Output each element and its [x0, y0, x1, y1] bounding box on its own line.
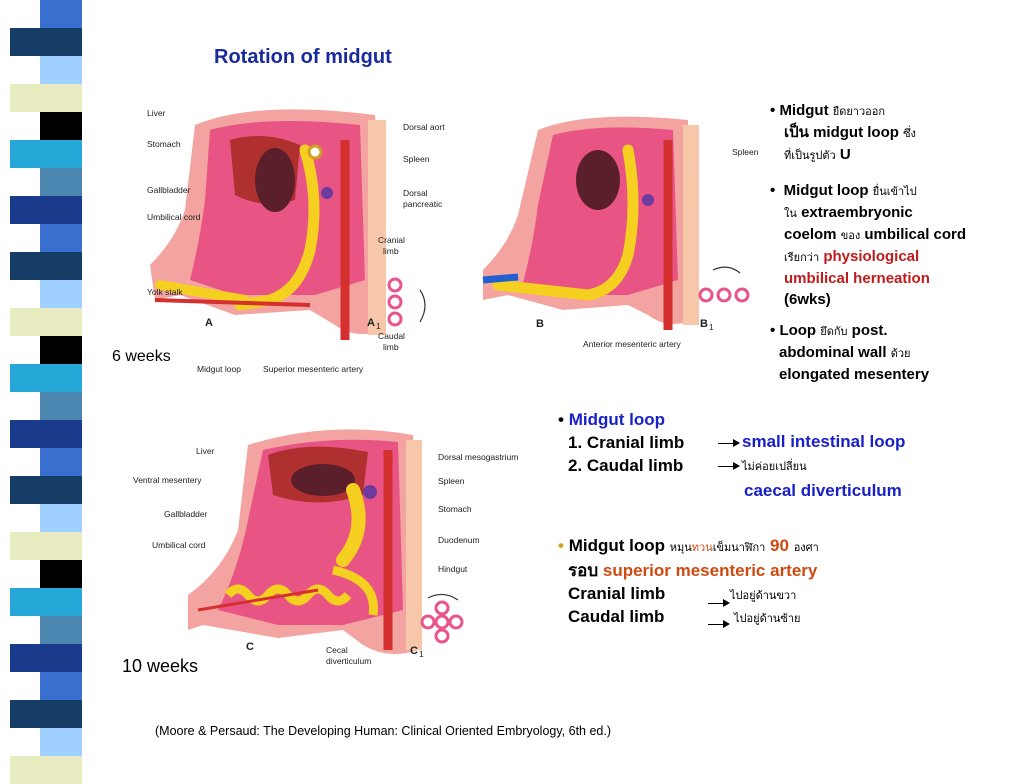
- svg-text:Ventral mesentery: Ventral mesentery: [133, 475, 202, 485]
- svg-text:Gallbladder: Gallbladder: [147, 185, 191, 195]
- svg-text:Spleen: Spleen: [438, 476, 465, 486]
- svg-text:Midgut loop: Midgut loop: [197, 364, 241, 374]
- note-midgut-loop-limbs: • Midgut loop 1. Cranial limb 2. Caudal …: [558, 410, 685, 475]
- stripe-segment: [10, 84, 82, 112]
- stripe-segment: [10, 476, 82, 504]
- caudal-left-text: ไปอยู่ด้านซ้าย: [734, 612, 801, 625]
- arrow-cranial-limb: [718, 439, 740, 447]
- stripe-segment: [10, 588, 82, 616]
- svg-text:Duodenum: Duodenum: [438, 535, 480, 545]
- figure-a-labels: Liver Stomach Gallbladder Umbilical cord…: [147, 108, 445, 374]
- six-weeks-label: 6 weeks: [112, 348, 171, 365]
- stripe-segment: [40, 168, 82, 196]
- svg-text:Stomach: Stomach: [438, 504, 472, 514]
- svg-text:Gallbladder: Gallbladder: [164, 509, 208, 519]
- ten-weeks-label: 10 weeks: [122, 656, 199, 676]
- svg-text:Dorsal aorta: Dorsal aorta: [403, 122, 445, 132]
- stripe-segment: [10, 420, 82, 448]
- svg-text:Umbilical cord: Umbilical cord: [147, 212, 201, 222]
- svg-text:Dorsal: Dorsal: [403, 188, 428, 198]
- stripe-segment: [40, 0, 82, 28]
- svg-text:Dorsal mesogastrium: Dorsal mesogastrium: [438, 452, 518, 462]
- svg-text:1: 1: [419, 649, 424, 659]
- stripe-segment: [10, 252, 82, 280]
- figure-c-labels: Liver Ventral mesentery Gallbladder Umbi…: [133, 446, 518, 666]
- svg-text:Caudal: Caudal: [378, 331, 405, 341]
- svg-text:limb: limb: [383, 342, 399, 352]
- svg-text:B: B: [700, 318, 708, 330]
- svg-text:B: B: [536, 318, 544, 330]
- small-intestinal-loop-text: small intestinal loop: [742, 432, 906, 451]
- stripe-segment: [40, 560, 82, 588]
- stripe-segment: [10, 756, 82, 784]
- svg-text:Yolk stalk: Yolk stalk: [147, 287, 183, 297]
- decorative-stripe-bar: [0, 0, 112, 784]
- citation: (Moore & Persaud: The Developing Human: …: [155, 724, 612, 738]
- svg-text:C: C: [246, 641, 254, 653]
- stripe-segment: [40, 616, 82, 644]
- figure-c-10-weeks: Liver Ventral mesentery Gallbladder Umbi…: [128, 410, 538, 675]
- figure-b: Spleen Anterior mesenteric artery B B 1: [478, 105, 768, 355]
- stripe-segment: [10, 700, 82, 728]
- stripe-segment: [10, 644, 82, 672]
- stripe-segment: [40, 672, 82, 700]
- svg-text:Spleen: Spleen: [403, 154, 430, 164]
- svg-text:C: C: [410, 645, 418, 657]
- stripe-segment: [10, 28, 82, 56]
- caecal-diverticulum-text: caecal diverticulum: [744, 481, 902, 500]
- stripe-segment: [40, 392, 82, 420]
- note-midgut-rotation: • Midgut loop หมุนทวนเข็มนาฬิกา 90 องศา …: [558, 536, 819, 626]
- arrow-caudal-left: [708, 620, 730, 628]
- slide-title: Rotation of midgut: [214, 46, 392, 68]
- svg-text:limb: limb: [383, 246, 399, 256]
- svg-text:Cranial: Cranial: [378, 235, 405, 245]
- stripe-segment: [40, 112, 82, 140]
- svg-text:Cecal: Cecal: [326, 645, 348, 655]
- stripe-segment: [40, 56, 82, 84]
- note-physiological-herniation: • Midgut loop ยื่นเข้าไป ใน extraembryon…: [770, 182, 967, 308]
- note-midgut-elongates: • Midgut ยืดยาวออก เป็น midgut loop ซึ่ง…: [770, 102, 916, 163]
- stripe-segment: [40, 504, 82, 532]
- caudal-unchanged-text: ไม่ค่อยเปลี่ยน: [742, 460, 807, 473]
- figure-a-6-weeks: Liver Stomach Gallbladder Umbilical cord…: [135, 90, 445, 380]
- svg-text:Anterior mesenteric artery: Anterior mesenteric artery: [583, 339, 682, 349]
- arrow-cranial-right: [708, 599, 730, 607]
- note-loop-attached: • Loop ยึดกับ post. abdominal wall ด้วย …: [770, 322, 930, 383]
- stripe-segment: [40, 448, 82, 476]
- svg-text:Superior mesenteric artery: Superior mesenteric artery: [263, 364, 364, 374]
- svg-text:pancreatic bud: pancreatic bud: [403, 199, 445, 209]
- svg-text:Stomach: Stomach: [147, 139, 181, 149]
- stripe-segment: [40, 280, 82, 308]
- svg-text:1: 1: [709, 322, 714, 332]
- svg-text:Liver: Liver: [196, 446, 215, 456]
- svg-text:A: A: [205, 317, 213, 329]
- svg-text:Liver: Liver: [147, 108, 166, 118]
- svg-text:diverticulum: diverticulum: [326, 656, 371, 666]
- stripe-segment: [40, 728, 82, 756]
- stripe-segment: [40, 224, 82, 252]
- figure-b-labels: Spleen Anterior mesenteric artery B B 1: [536, 147, 759, 349]
- svg-text:Hindgut: Hindgut: [438, 564, 468, 574]
- svg-text:1: 1: [376, 321, 381, 331]
- stripe-segment: [40, 336, 82, 364]
- svg-text:Umbilical cord: Umbilical cord: [152, 540, 206, 550]
- arrow-caudal-limb: [718, 462, 740, 470]
- stripe-segment: [10, 196, 82, 224]
- cranial-right-text: ไปอยู่ด้านขวา: [730, 589, 797, 602]
- stripe-segment: [10, 308, 82, 336]
- svg-text:Spleen: Spleen: [732, 147, 759, 157]
- stripe-segment: [10, 140, 82, 168]
- stripe-segment: [10, 364, 82, 392]
- stripe-segment: [10, 532, 82, 560]
- svg-text:A: A: [367, 317, 375, 329]
